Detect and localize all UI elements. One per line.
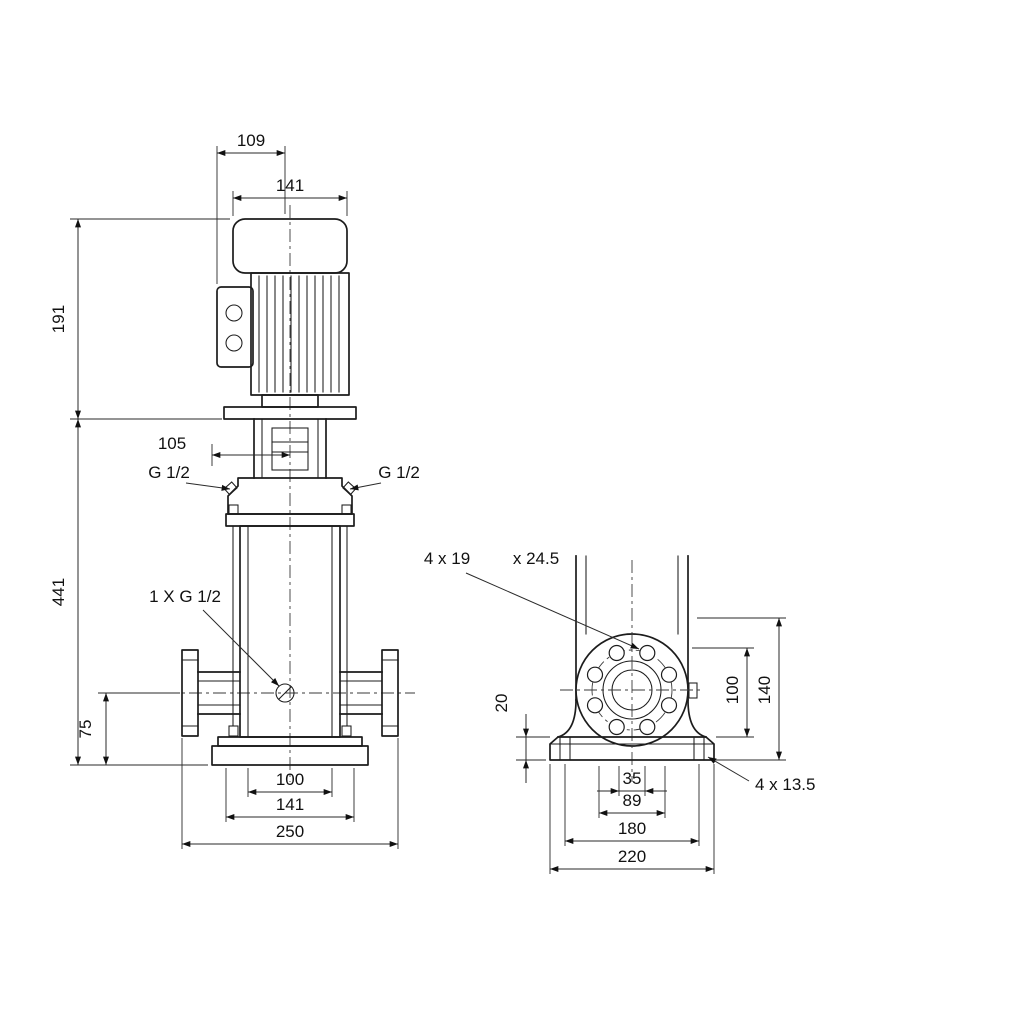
dim-35: 35	[597, 766, 667, 796]
flange-holes-depth-label: x 24.5	[513, 549, 559, 568]
dim-141-top-label: 141	[276, 176, 304, 195]
tie-rod-nut	[228, 725, 239, 737]
dim-109: 109	[216, 131, 286, 284]
cable-entry-hole	[225, 304, 243, 322]
dim-441: 441	[49, 419, 208, 766]
dim-75-label: 75	[76, 720, 95, 739]
motor-cooling-fins	[258, 275, 340, 393]
dim-191: 191	[49, 218, 230, 420]
drain-label: 1 X G 1/2	[149, 587, 280, 687]
port-flange-face	[560, 560, 704, 782]
dim-100-side: 100	[692, 647, 754, 738]
dim-180-label: 180	[618, 819, 646, 838]
dim-180: 180	[564, 764, 700, 846]
side-view: 4 x 19 x 24.5 20 100 140	[424, 549, 816, 874]
base-holes-label: 4 x 13.5	[755, 775, 816, 794]
front-centerlines	[165, 205, 415, 782]
dim-89-label: 89	[623, 791, 642, 810]
port-left-text: G 1/2	[148, 463, 190, 482]
dim-20-label: 20	[492, 694, 511, 713]
tie-rod-nut	[228, 504, 239, 515]
port-label-right: G 1/2	[349, 463, 420, 491]
drain-text: 1 X G 1/2	[149, 587, 221, 606]
dim-141-bottom: 141	[225, 768, 355, 822]
dim-20: 20	[492, 694, 550, 783]
dim-141-bottom-label: 141	[276, 795, 304, 814]
terminal-box	[216, 286, 254, 368]
port-label-left: G 1/2	[148, 463, 231, 491]
dim-250-label: 250	[276, 822, 304, 841]
dim-140: 140	[697, 617, 786, 761]
base-side	[549, 736, 715, 761]
tie-rod-nut	[341, 725, 352, 737]
tie-rod-nut	[341, 504, 352, 515]
dim-220-label: 220	[618, 847, 646, 866]
dim-250: 250	[181, 738, 399, 849]
pump-body-side	[556, 555, 708, 739]
dim-441-label: 441	[49, 578, 68, 606]
base-holes-callout: 4 x 13.5	[707, 756, 816, 794]
cable-entry-hole	[225, 334, 243, 352]
dim-35-label: 35	[623, 769, 642, 788]
dim-140-label: 140	[755, 676, 774, 704]
motor	[216, 218, 357, 420]
dim-100-bottom-label: 100	[276, 770, 304, 789]
dim-100-side-label: 100	[723, 676, 742, 704]
flange-holes-callout: 4 x 19 x 24.5	[424, 549, 640, 650]
dim-105: 105	[158, 434, 290, 466]
dim-105-label: 105	[158, 434, 186, 453]
coupling	[271, 427, 309, 471]
flange-holes-count-label: 4 x 19	[424, 549, 470, 568]
suction-flange-left	[181, 649, 241, 737]
drain-plug	[275, 683, 295, 703]
port-right-text: G 1/2	[378, 463, 420, 482]
motor-body	[250, 272, 350, 396]
dim-75: 75	[76, 692, 180, 765]
dim-89: 89	[598, 766, 666, 818]
base-bolt-hole-left	[559, 736, 571, 761]
gauge-tap	[688, 682, 698, 699]
discharge-flange-right	[339, 649, 399, 737]
dim-141-top: 141	[232, 176, 348, 216]
dim-220: 220	[549, 764, 715, 874]
dim-100-bottom: 100	[247, 768, 333, 797]
dim-191-label: 191	[49, 305, 68, 333]
base-front	[211, 736, 369, 766]
motor-stool-flange	[223, 406, 357, 420]
dim-109-label: 109	[237, 131, 265, 150]
base-bolt-hole-right	[693, 736, 705, 761]
front-view: 109 141 191 441 105 G 1/2	[49, 131, 420, 849]
flange-bolt-holes	[586, 644, 678, 736]
